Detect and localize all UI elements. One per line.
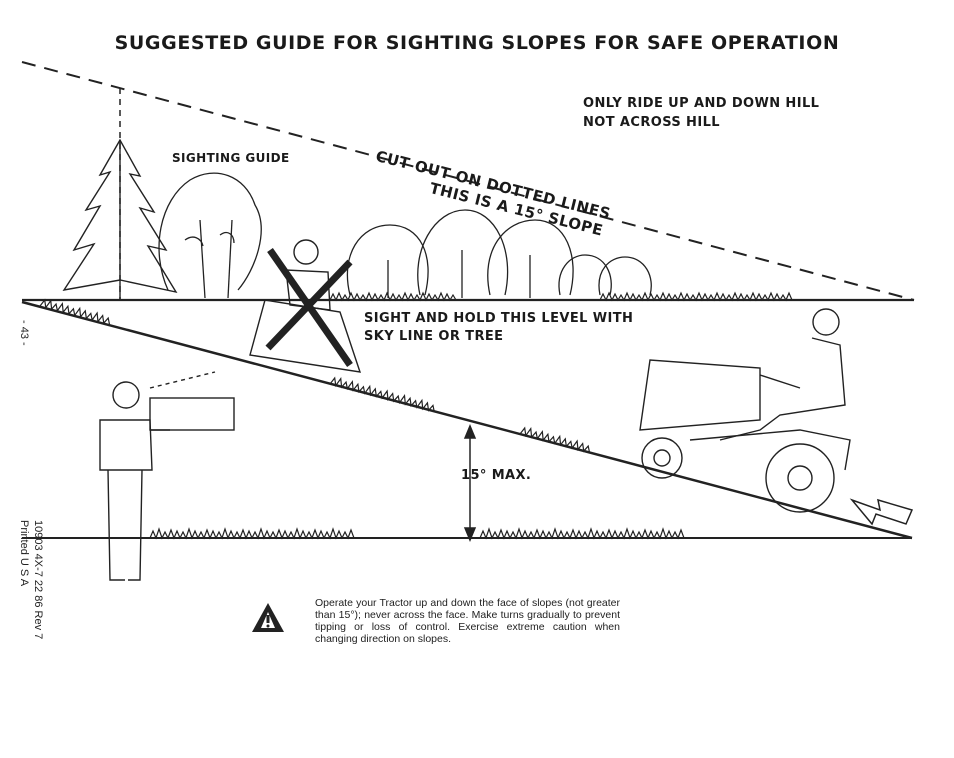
slope-grass — [39, 298, 591, 453]
page-number: - 43 - — [18, 320, 30, 346]
direction-arrow-icon — [849, 498, 914, 526]
sight-instruction-line2: SKY LINE OR TREE — [364, 329, 504, 344]
person-sighting — [99, 371, 235, 581]
sighting-guide-label: SIGHTING GUIDE — [172, 151, 290, 165]
sight-instruction-line1: SIGHT AND HOLD THIS LEVEL WITH — [364, 311, 634, 326]
max-angle-label: 15° MAX. — [461, 468, 532, 483]
ride-instruction-line1: ONLY RIDE UP AND DOWN HILL — [583, 96, 820, 111]
warning-text: Operate your Tractor up and down the fac… — [315, 597, 620, 645]
tree-cluster-left — [158, 172, 262, 299]
part-number: 10903 4X-7 22 86 Rev 7 — [32, 520, 44, 640]
crossed-tractor — [249, 239, 362, 373]
ride-instruction-line2: NOT ACROSS HILL — [583, 115, 720, 130]
ground-grass — [149, 527, 685, 540]
dashed-sight-line — [21, 61, 915, 301]
max-angle-arrow — [463, 424, 477, 542]
slope-line — [21, 300, 913, 540]
pine-tree — [62, 138, 178, 300]
page-title: SUGGESTED GUIDE FOR SIGHTING SLOPES FOR … — [114, 32, 840, 54]
tree-row — [346, 209, 652, 298]
riding-tractor — [639, 308, 851, 513]
warning-triangle-icon — [252, 603, 284, 632]
printed-label: Printed U S A — [18, 520, 30, 587]
side-info: - 43 - 10903 4X-7 22 86 Rev 7 Printed U … — [8, 320, 44, 660]
horizon-grass — [329, 291, 793, 302]
